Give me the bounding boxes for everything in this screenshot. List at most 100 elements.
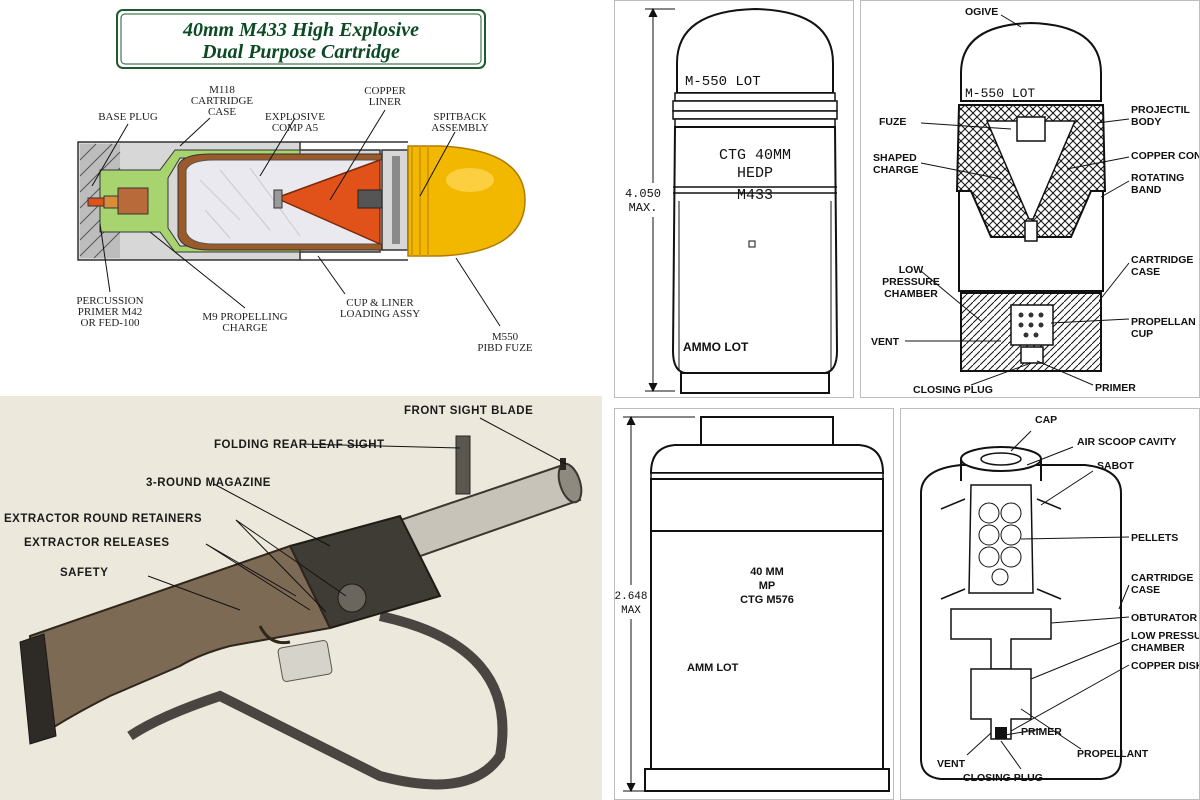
label-prop-2: CUP [1131, 328, 1153, 340]
label-copper-2: LINER [369, 96, 402, 108]
label-copper: COPPER CON [1131, 150, 1200, 162]
body-line-1: CTG 40MM [719, 147, 791, 164]
label-prop-1: PROPELLAN [1131, 316, 1196, 328]
label-explosive-1: EXPLOSIVE [265, 111, 325, 123]
label-low-3: CHAMBER [884, 288, 938, 300]
label-primer-2: PRIMER M42 [78, 306, 143, 318]
mp-external-diagram: 2.648 MAX 40 MM MP CTG M576 AMM LOT [615, 415, 890, 793]
ammo-lot: AMM LOT [687, 662, 739, 674]
label-pellets: PELLETS [1131, 532, 1178, 544]
label-shaped-1: SHAPED [873, 152, 917, 164]
launcher-photo-panel: FRONT SIGHT BLADE FOLDING REAR LEAF SIGH… [0, 396, 602, 800]
dim-value: 2.648 [615, 591, 648, 603]
rear-sight [455, 435, 471, 495]
hedp-section-panel: M-550 LOT [860, 0, 1200, 398]
label-primer: PRIMER [1095, 382, 1136, 394]
case-body [650, 530, 884, 770]
label-fuze: FUZE [879, 116, 906, 128]
label-front-sight: FRONT SIGHT BLADE [404, 405, 533, 417]
dim-max: MAX. [629, 201, 658, 215]
label-closing: CLOSING PLUG [963, 772, 1043, 784]
label-proj-1: PROJECTIL [1131, 104, 1191, 116]
m576-cutaway-diagram: CAP AIR SCOOP CAVITY SABOT PELLETS CARTR… [920, 414, 1200, 784]
label-low-2: CHAMBER [1131, 642, 1185, 654]
butt-pad [19, 633, 57, 745]
label-shaped-2: CHARGE [873, 164, 919, 176]
dim-max: MAX [621, 605, 641, 617]
trigger-guard [258, 625, 291, 645]
label-case-1: CARTRIDGE [1131, 254, 1193, 266]
label-low-1: LOW [899, 264, 924, 276]
m433-cutaway-panel: 40mm M433 High Explosive Dual Purpose Ca… [0, 0, 600, 378]
top-stamp: M-550 LOT [965, 86, 1035, 101]
rim [644, 768, 890, 792]
body-line-1: 40 MM [750, 566, 784, 578]
label-rear-sight: FOLDING REAR LEAF SIGHT [214, 439, 385, 451]
label-retainers: EXTRACTOR ROUND RETAINERS [4, 513, 202, 525]
cartridge-case [958, 191, 1104, 292]
label-cup-2: LOADING ASSY [340, 308, 420, 320]
label-spitback-1: SPITBACK [433, 111, 486, 123]
label-rot-2: BAND [1131, 184, 1162, 196]
body-line-3: CTG M576 [740, 594, 794, 606]
label-copper-1: COPPER [364, 85, 406, 97]
body-line-2: HEDP [737, 165, 773, 182]
hedp-external-panel: 4.050 MAX. M-550 LOT CTG 40MM HEDP M433 … [614, 0, 854, 398]
label-ogive: OGIVE [965, 6, 998, 18]
body-line-3: M433 [737, 187, 773, 204]
label-fuze-1: M550 [492, 331, 519, 343]
label-primer-1: PERCUSSION [76, 295, 143, 307]
label-base-plug: BASE PLUG [98, 111, 158, 123]
label-closing: CLOSING PLUG [913, 384, 993, 396]
m433-cutaway-diagram: 40mm M433 High Explosive Dual Purpose Ca… [76, 9, 533, 354]
label-obturator: OBTURATOR [1131, 612, 1198, 624]
label-explosive-2: COMP A5 [272, 122, 319, 134]
front-sight [560, 458, 566, 470]
launcher-illustration: FRONT SIGHT BLADE FOLDING REAR LEAF SIGH… [4, 405, 583, 790]
label-vent: VENT [937, 758, 966, 770]
label-sabot: SABOT [1097, 460, 1134, 472]
title-line-2: Dual Purpose Cartridge [201, 41, 400, 63]
label-vent: VENT [871, 336, 900, 348]
label-cap: CAP [1035, 414, 1057, 426]
hedp-section-diagram: M-550 LOT [871, 6, 1200, 396]
label-low-2: PRESSURE [882, 276, 940, 288]
top-stamp: M-550 LOT [685, 74, 761, 90]
label-cup-1: CUP & LINER [346, 297, 414, 309]
label-cartridge-case-1: M118 [209, 84, 235, 96]
title-line-1: 40mm M433 High Explosive [182, 19, 419, 41]
label-cartridge-case-3: CASE [208, 106, 236, 118]
label-case-2: CASE [1131, 584, 1160, 596]
label-proj-2: BODY [1131, 116, 1161, 128]
label-releases: EXTRACTOR RELEASES [24, 537, 170, 549]
label-propellant: PROPELLANT [1077, 748, 1149, 760]
hedp-external-diagram: 4.050 MAX. M-550 LOT CTG 40MM HEDP M433 … [623, 7, 839, 394]
m550-fuze [407, 145, 526, 257]
ammo-lot: AMMO LOT [683, 340, 749, 354]
label-propelling-1: M9 PROPELLING [202, 311, 287, 323]
shoulder [649, 444, 885, 474]
body-line-2: MP [759, 580, 776, 592]
label-propelling-2: CHARGE [222, 322, 268, 334]
label-cartridge-case-2: CARTRIDGE [191, 95, 254, 107]
low-pressure-chamber [970, 668, 1032, 740]
spitback-tube [357, 189, 383, 209]
fuze-block [1016, 116, 1046, 142]
loose-round [277, 640, 333, 682]
pellets [978, 502, 1022, 586]
ogive [960, 21, 1102, 102]
dim-value: 4.050 [625, 187, 661, 201]
mp-external-panel: 2.648 MAX 40 MM MP CTG M576 AMM LOT [614, 408, 894, 800]
stock [28, 544, 332, 738]
label-primer-3: OR FED-100 [81, 317, 140, 329]
label-fuze-2: PIBD FUZE [477, 342, 533, 354]
label-copper-disk: COPPER DISK [1131, 660, 1200, 672]
label-spitback-2: ASSEMBLY [431, 122, 489, 134]
m576-cutaway-panel: CAP AIR SCOOP CAVITY SABOT PELLETS CARTR… [900, 408, 1200, 800]
label-magazine: 3-ROUND MAGAZINE [146, 477, 271, 489]
cap [700, 416, 834, 446]
label-safety: SAFETY [60, 567, 108, 579]
label-low-1: LOW PRESSU [1131, 630, 1200, 642]
label-primer: PRIMER [1021, 726, 1062, 738]
label-case-2: CASE [1131, 266, 1160, 278]
